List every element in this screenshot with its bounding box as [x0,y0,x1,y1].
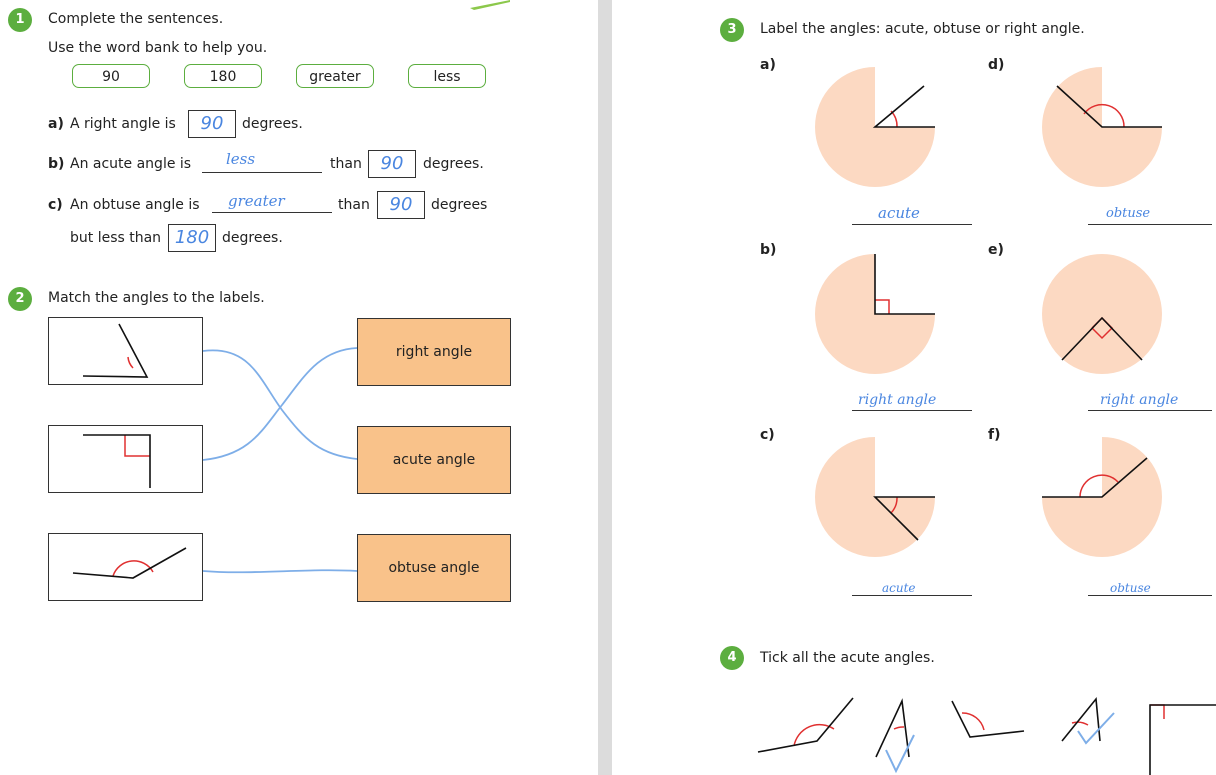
label-obtuse-angle[interactable]: obtuse angle [357,534,511,602]
q3e-answer-line [1088,410,1212,411]
q3-item-label: f) [988,427,1001,443]
q1b-text: An acute angle is [70,156,192,172]
q4-angle-1 [757,697,854,753]
q3b-handwritten-answer[interactable]: right angle [858,392,937,408]
word-bank-item: less [408,64,486,88]
right-angle-drawing [83,434,151,488]
q3-item-label: d) [988,57,1005,73]
q1c-mid: than [338,197,370,213]
tick-mark-icon [1077,712,1115,745]
q3d-angle [1042,67,1162,187]
right-page: 3 Label the angles: acute, obtuse or rig… [612,0,1216,775]
q2-angle-box-acute [48,317,203,385]
label-right-angle[interactable]: right angle [357,318,511,386]
q3d-answer-line [1088,224,1212,225]
q1b-handwritten-answer[interactable]: less [226,150,256,168]
q1c-after: degrees [431,197,488,213]
green-tab-decoration [470,0,510,10]
q4-angle-5 [1149,704,1216,775]
q4-instruction: Tick all the acute angles. [760,650,935,666]
q1a-label: a) [48,116,64,132]
tick-mark-icon [885,734,915,774]
q1c-line2-after: degrees. [222,230,283,246]
q3a-answer-line [852,224,972,225]
q3c-answer-line [852,595,972,596]
left-page: 1 Complete the sentences. Use the word b… [0,0,598,775]
q3f-angle [1042,437,1162,557]
word-bank-item: 90 [72,64,150,88]
q1-instruction: Complete the sentences. [48,11,224,27]
q2-angle-box-obtuse [48,533,203,601]
q3-item-label: b) [760,242,777,258]
page-gutter [598,0,612,775]
q1a-after: degrees. [242,116,303,132]
question-2-number: 2 [8,287,32,311]
q3e-angle [1042,254,1162,374]
q2-instruction: Match the angles to the labels. [48,290,265,306]
q4-angle-2 [875,698,915,774]
q2-matching-lines [202,347,358,574]
q3e-handwritten-answer[interactable]: right angle [1100,392,1179,408]
label-acute-angle[interactable]: acute angle [357,426,511,494]
q1c-line2-text: but less than [70,230,162,246]
q1b-mid: than [330,156,362,172]
q3d-handwritten-answer[interactable]: obtuse [1106,206,1151,221]
q1-hint: Use the word bank to help you. [48,40,268,56]
q3-angle-diagrams [815,67,1162,557]
q3c-angle [815,437,935,557]
q4-angle-4 [1061,696,1115,745]
question-1-number: 1 [8,8,32,32]
question-4-number: 4 [720,646,744,670]
q1c-text: An obtuse angle is [70,197,200,213]
q3-item-label: a) [760,57,776,73]
q3-instruction: Label the angles: acute, obtuse or right… [760,21,1085,37]
question-3-number: 3 [720,18,744,42]
q3-item-label: c) [760,427,775,443]
q3b-angle [815,254,935,374]
q4-angle-drawings [757,696,1216,775]
q1a-answer-box[interactable]: 90 [188,110,236,138]
q1b-answer-line [202,172,322,173]
q1c-answer-box-2[interactable]: 180 [168,224,216,252]
q3a-handwritten-answer[interactable]: acute [878,204,920,222]
q1c-label: c) [48,197,63,213]
q1b-label: b) [48,156,65,172]
q3c-handwritten-answer[interactable]: acute [882,581,916,595]
q3-item-label: e) [988,242,1004,258]
q1c-answer-box[interactable]: 90 [377,191,425,219]
acute-angle-drawing [82,323,149,378]
q4-angle-3 [951,700,1025,738]
word-bank-item: 180 [184,64,262,88]
q1b-answer-box[interactable]: 90 [368,150,416,178]
q1a-text: A right angle is [70,116,176,132]
obtuse-angle-drawing [72,547,187,579]
q1c-answer-line [212,212,332,213]
q3f-answer-line [1088,595,1212,596]
q2-angle-box-right [48,425,203,493]
q1b-after: degrees. [423,156,484,172]
q3b-answer-line [852,410,972,411]
q3f-handwritten-answer[interactable]: obtuse [1110,581,1151,595]
q3a-angle [815,67,935,187]
q1c-handwritten-answer[interactable]: greater [228,192,285,210]
word-bank-item: greater [296,64,374,88]
